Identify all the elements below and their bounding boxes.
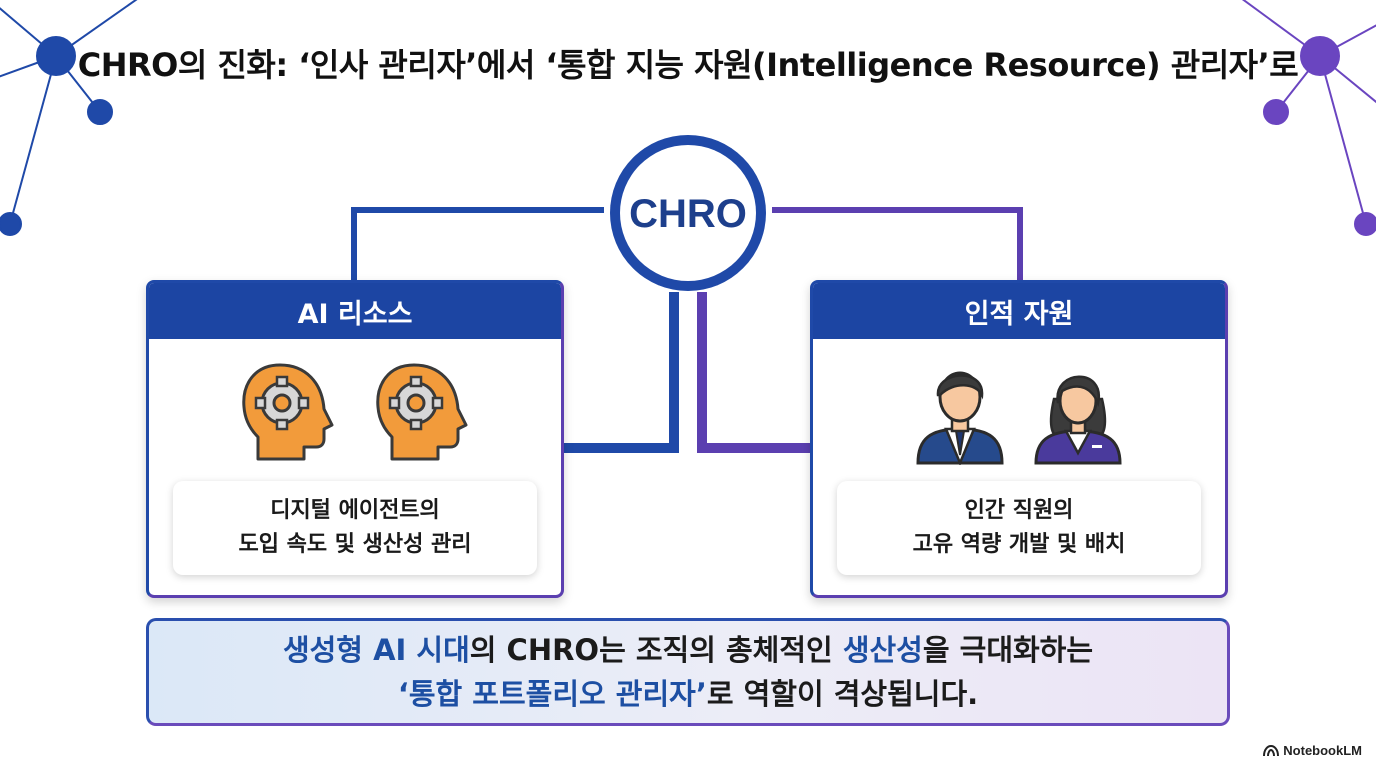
- brand-watermark: NotebookLM: [1263, 743, 1362, 758]
- desc-line-2: 도입 속도 및 생산성 관리: [238, 532, 472, 557]
- brand-name: NotebookLM: [1283, 743, 1362, 758]
- summary-highlight: 생성형 AI 시대: [282, 633, 470, 667]
- desc-line-2: 고유 역량 개발 및 배치: [912, 532, 1126, 557]
- card-description: 인간 직원의 고유 역량 개발 및 배치: [837, 481, 1201, 575]
- icon-row: [149, 359, 561, 469]
- network-decoration-left: [0, 0, 138, 236]
- summary-text: 의 CHRO는 조직의 총체적인: [469, 633, 843, 667]
- desc-line-1: 인간 직원의: [964, 498, 1074, 523]
- head-gear-icon: [376, 363, 468, 461]
- ai-resource-card: AI 리소스: [146, 280, 564, 598]
- page-title: CHRO의 진화: ‘인사 관리자’에서 ‘통합 지능 자원(Intellige…: [77, 46, 1299, 84]
- human-resource-card: 인적 자원 인간 직원의 고유 역량 개발 및 배치: [810, 280, 1228, 598]
- hub-circle: [610, 135, 766, 291]
- businesswoman-icon: [1034, 375, 1122, 465]
- summary-box: 생성형 AI 시대의 CHRO는 조직의 총체적인 생산성을 극대화하는 ‘통합…: [146, 618, 1230, 726]
- card-header: 인적 자원: [813, 283, 1225, 339]
- card-header: AI 리소스: [149, 283, 561, 339]
- summary-highlight: ‘통합 포트폴리오 관리자’: [397, 677, 707, 711]
- summary-line-1: 생성형 AI 시대의 CHRO는 조직의 총체적인 생산성을 극대화하는: [283, 628, 1093, 672]
- desc-line-1: 디지털 에이전트의: [270, 498, 440, 523]
- notebooklm-logo-icon: [1263, 744, 1280, 756]
- icon-row: [813, 359, 1225, 469]
- summary-line-2: ‘통합 포트폴리오 관리자’로 역할이 격상됩니다.: [398, 672, 978, 716]
- summary-text: 로 역할이 격상됩니다.: [706, 677, 979, 711]
- summary-text: 을 극대화하는: [922, 633, 1094, 667]
- card-description: 디지털 에이전트의 도입 속도 및 생산성 관리: [173, 481, 537, 575]
- businessman-icon: [916, 371, 1004, 465]
- hub-label: CHRO: [629, 191, 747, 236]
- network-decoration-right: [1241, 0, 1376, 236]
- head-gear-icon: [242, 363, 334, 461]
- summary-highlight: 생산성: [842, 633, 923, 667]
